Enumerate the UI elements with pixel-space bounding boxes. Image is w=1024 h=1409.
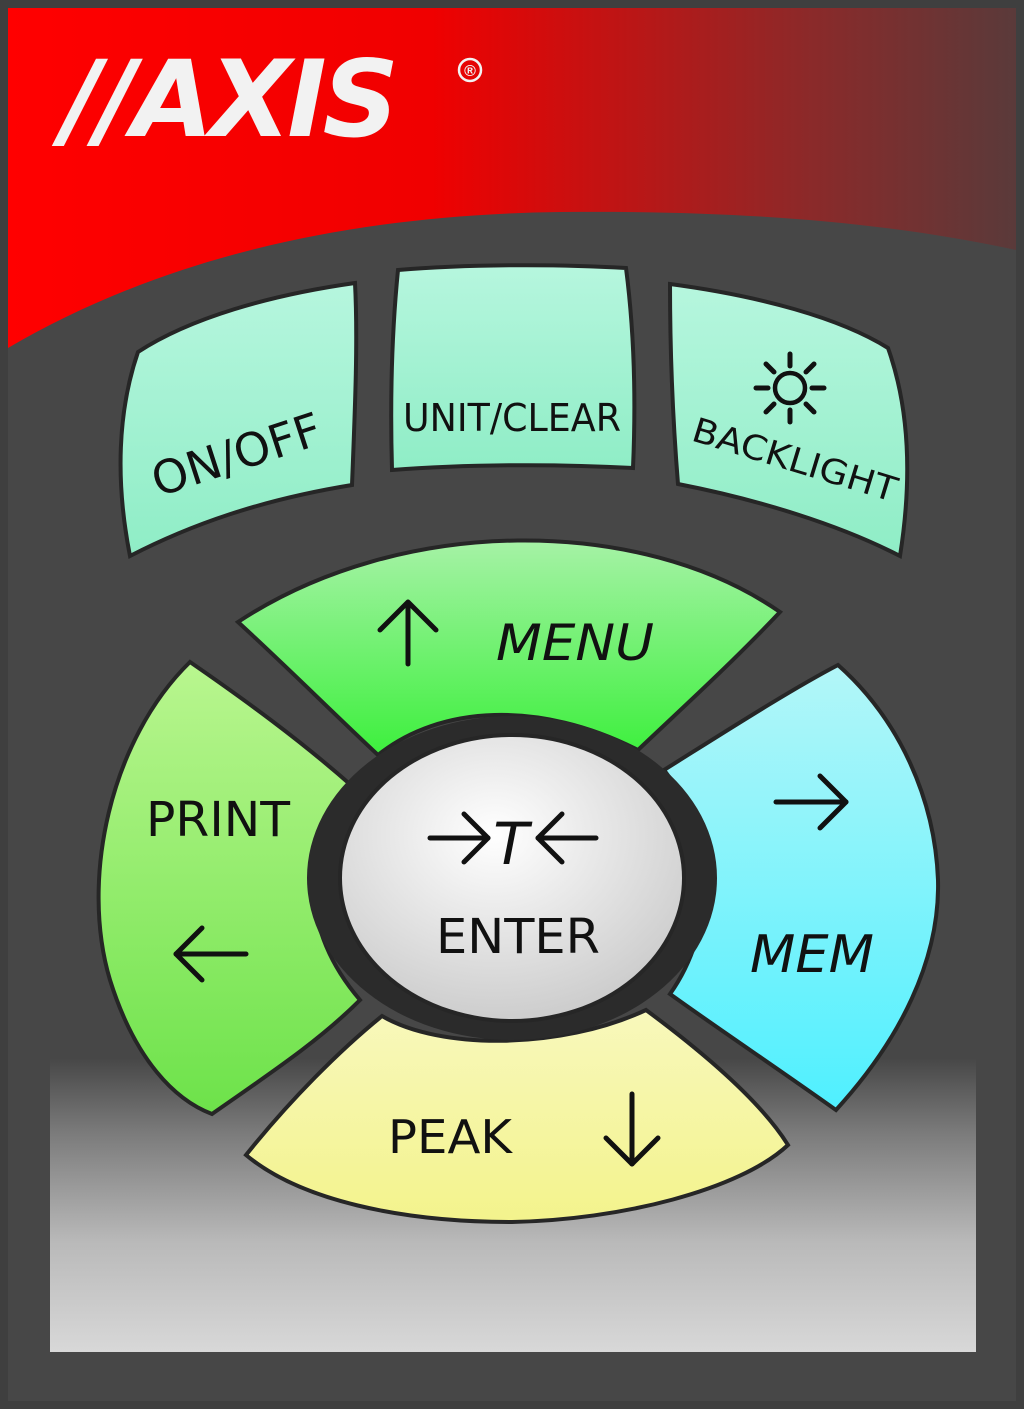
peak-label: PEAK (388, 1110, 514, 1164)
tare-label: T (493, 810, 533, 878)
arrow-down-icon (603, 1091, 661, 1167)
mem-button[interactable]: MEM (661, 662, 941, 1113)
mem-label: MEM (750, 925, 874, 985)
logo-text: //AXIS (51, 38, 395, 161)
print-button[interactable]: PRINT (96, 659, 363, 1117)
unit-clear-label: UNIT/CLEAR (403, 396, 621, 440)
menu-label: MENU (496, 614, 654, 672)
on-off-button[interactable]: ON/OFF (118, 280, 359, 559)
sun-icon (753, 351, 827, 425)
registered-mark-ring (457, 57, 483, 83)
menu-button[interactable]: MENU (234, 538, 784, 758)
brand-logo: //AXIS ® (51, 38, 483, 161)
header-banner (8, 8, 1016, 348)
arrow-left-icon (173, 925, 249, 983)
arrow-right-icon (773, 773, 849, 831)
arrow-up-icon (377, 599, 439, 667)
tare-arrows-icon (427, 811, 599, 865)
enter-label: ENTER (436, 909, 600, 965)
print-label: PRINT (146, 792, 291, 848)
backlight-button[interactable]: BACKLIGHT (667, 281, 910, 560)
enter-button[interactable]: T ENTER (338, 733, 686, 1023)
peak-button[interactable]: PEAK (243, 1007, 791, 1225)
unit-clear-button[interactable]: UNIT/CLEAR (389, 263, 637, 473)
registered-mark: ® (464, 63, 476, 80)
